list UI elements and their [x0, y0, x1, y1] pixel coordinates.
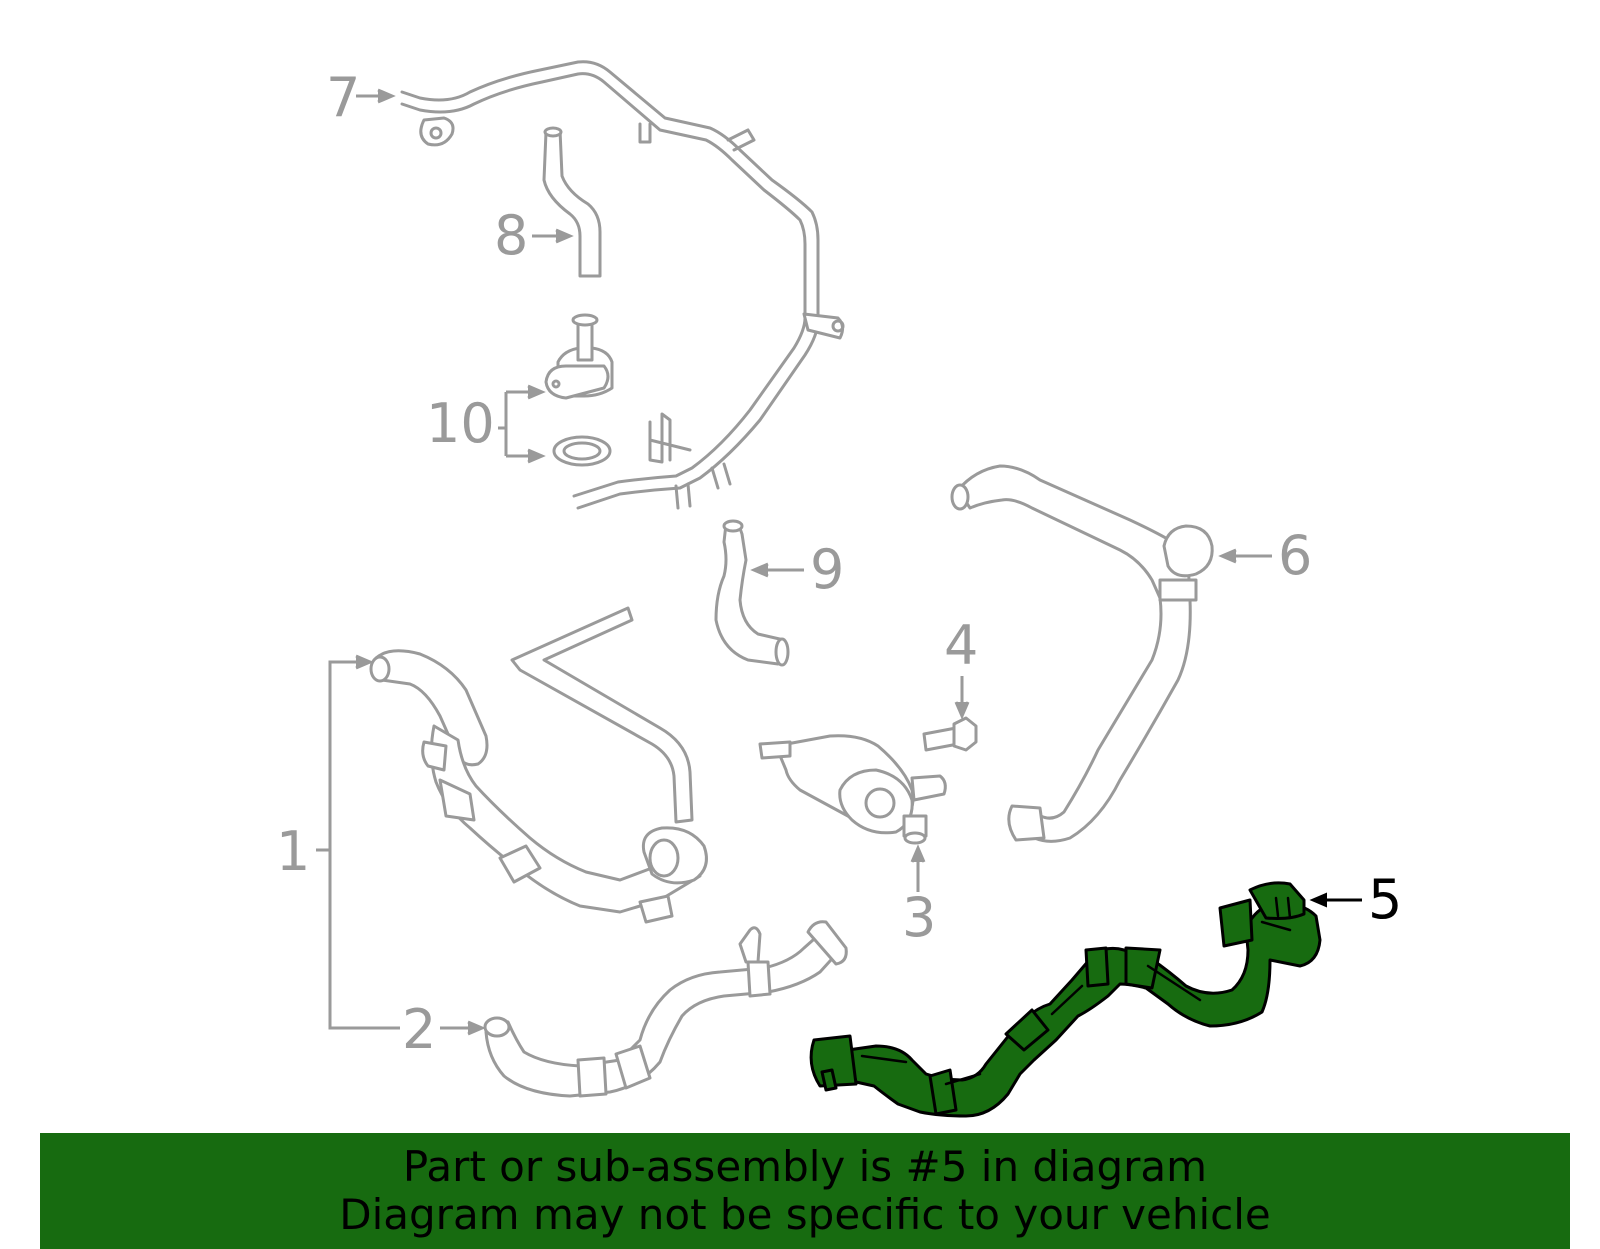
callout-5: 5 [1368, 868, 1402, 931]
callout-7: 7 [326, 66, 360, 129]
part-5-lower-radiator-hose[interactable] [809, 881, 1322, 1118]
part-3-water-pump[interactable] [758, 734, 947, 845]
callout-2: 2 [402, 998, 436, 1061]
part-7-coolant-pipe[interactable] [400, 60, 845, 510]
part-9-hose[interactable] [714, 519, 790, 667]
callout-10: 10 [426, 392, 495, 455]
callout-leaders [316, 88, 1362, 1036]
callout-4: 4 [944, 614, 978, 677]
callout-6: 6 [1278, 524, 1312, 587]
info-banner: Part or sub-assembly is #5 in diagram Di… [40, 1133, 1570, 1249]
part-8-hose[interactable] [542, 126, 602, 278]
part-6-hose-with-tee[interactable] [950, 464, 1214, 843]
callout-9: 9 [810, 538, 844, 601]
part-10-sensor-and-seal[interactable] [544, 313, 614, 467]
part-1-upper-hose-assembly[interactable] [369, 606, 708, 924]
callout-8: 8 [494, 204, 528, 267]
banner-line-disclaimer: Diagram may not be specific to your vehi… [339, 1190, 1271, 1239]
callout-3: 3 [902, 886, 936, 949]
part-4-bolt[interactable] [922, 716, 978, 752]
callout-1: 1 [276, 820, 310, 883]
part-2-lower-hose[interactable] [483, 920, 848, 1098]
banner-line-part-info: Part or sub-assembly is #5 in diagram [402, 1142, 1208, 1191]
